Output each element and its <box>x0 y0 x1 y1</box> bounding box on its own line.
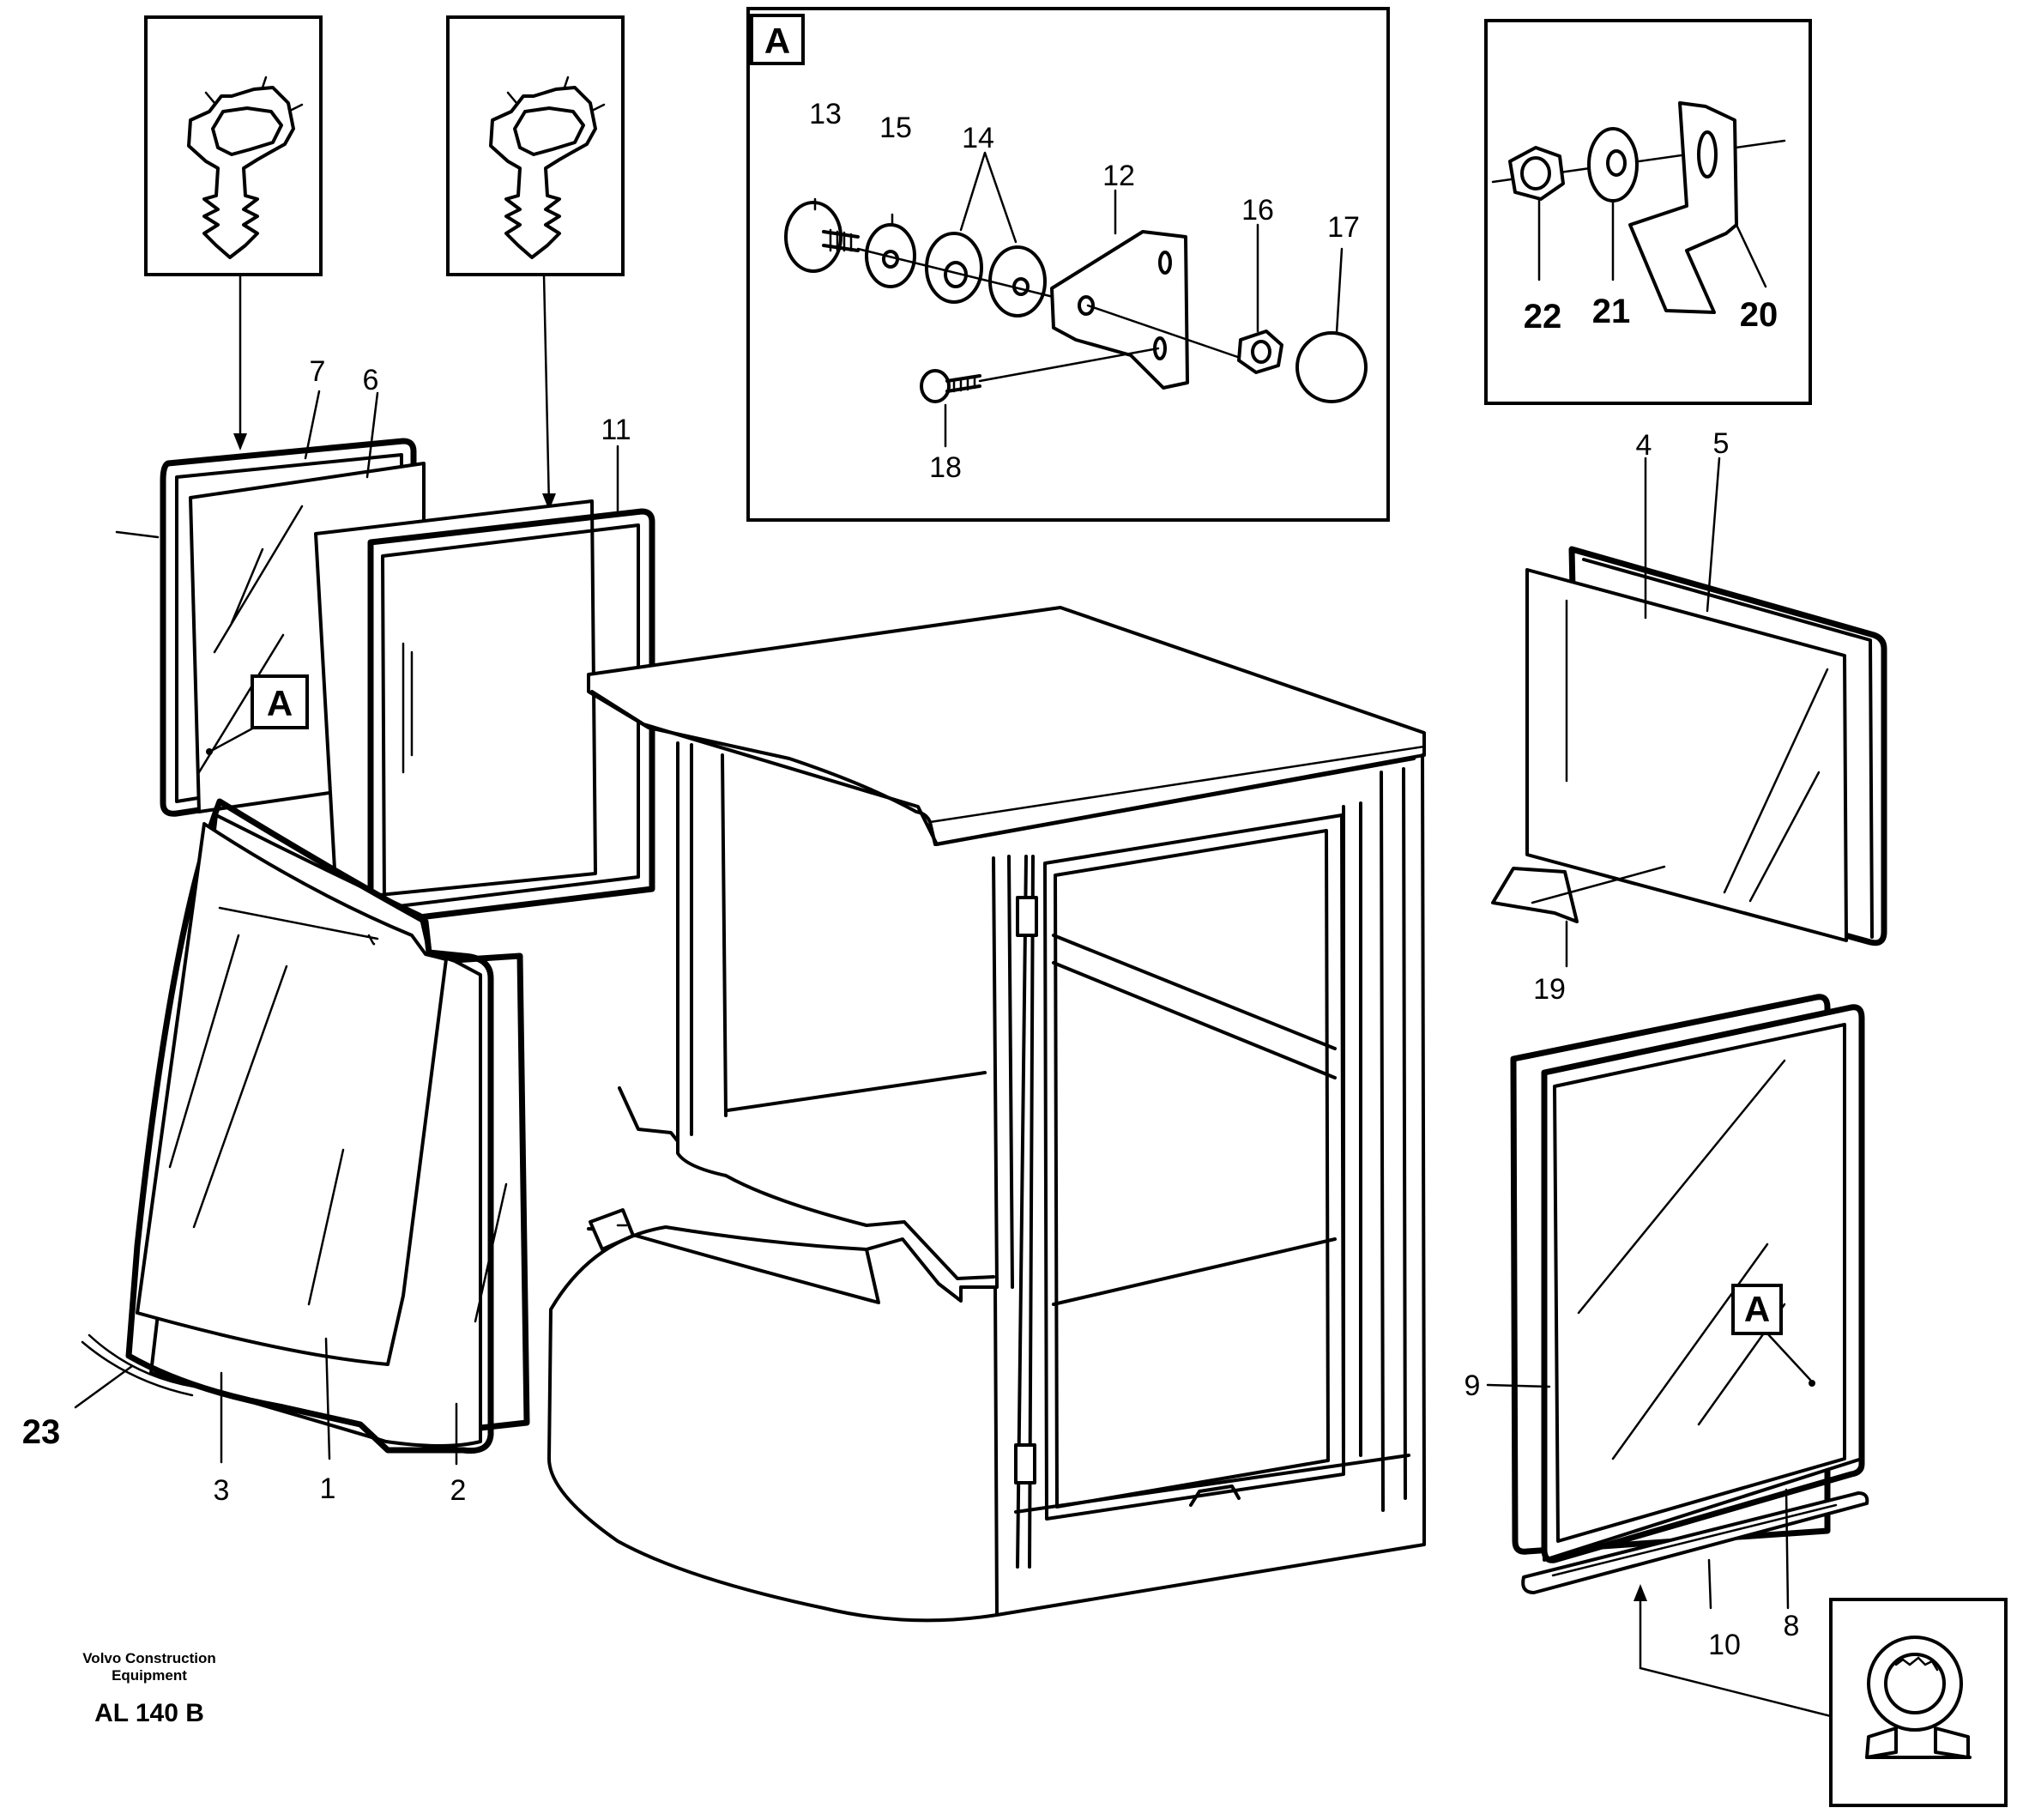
callout-21: 21 <box>1592 293 1631 330</box>
drawing-code: AL 140 B <box>94 1699 204 1727</box>
inset-arrowhead-middle <box>542 493 556 511</box>
front-windscreen <box>125 798 530 1454</box>
cap-17 <box>1295 331 1368 403</box>
middle-window <box>314 499 655 925</box>
inset-arrowhead-bottom <box>1634 1584 1647 1601</box>
detail-a-ref-left-box <box>251 674 309 729</box>
inset-arrowhead-left <box>233 433 247 450</box>
callout-8: 8 <box>1784 1610 1800 1642</box>
cab-base <box>547 1225 999 1623</box>
callout-3: 3 <box>214 1474 230 1507</box>
callout-16: 16 <box>1241 194 1274 227</box>
callout-18: 18 <box>929 451 962 484</box>
detail-a-tag: A <box>764 21 790 61</box>
callout-5: 5 <box>1713 427 1730 460</box>
detail-a-ref-left: A <box>267 683 293 723</box>
callout-22: 22 <box>1524 298 1562 336</box>
inset-arrow-middle <box>542 273 551 508</box>
callout-20: 20 <box>1740 296 1778 334</box>
callout-9: 9 <box>1464 1370 1481 1402</box>
cab-body <box>547 606 1426 1623</box>
callout-2: 2 <box>450 1474 467 1507</box>
callout-13: 13 <box>809 98 842 130</box>
callout-6: 6 <box>363 364 379 396</box>
callout-17: 17 <box>1327 211 1360 244</box>
screw-head <box>784 201 842 273</box>
callout-7: 7 <box>310 355 326 388</box>
callout-4: 4 <box>1636 429 1652 462</box>
seal-23 <box>81 1333 196 1397</box>
brand-line-1: Volvo Construction <box>82 1650 216 1666</box>
callout-12: 12 <box>1102 160 1135 192</box>
seal-profile-inset-bottom-right <box>1829 1598 2008 1807</box>
callout-14: 14 <box>962 122 994 154</box>
brand-line-2: Equipment <box>112 1667 187 1684</box>
right-rear-window <box>1491 546 1887 968</box>
cab-roof <box>587 606 1426 846</box>
callout-23: 23 <box>22 1413 61 1451</box>
screw-18 <box>920 369 951 403</box>
clip-19 <box>1491 867 1579 923</box>
hinge-bracket-box: 22 21 20 <box>1484 19 1812 405</box>
callout-10: 10 <box>1708 1629 1741 1661</box>
seal-profile-inset-left <box>144 15 323 276</box>
seal-profile-inset-middle <box>446 15 625 276</box>
callout-11: 11 <box>601 414 631 446</box>
callout-15: 15 <box>879 112 912 144</box>
callout-1: 1 <box>320 1472 336 1505</box>
detail-a-ref-right: A <box>1744 1289 1770 1329</box>
right-door-window: A <box>1486 994 1869 1610</box>
callout-19: 19 <box>1533 973 1566 1006</box>
inset-arrow-bottom <box>1639 1594 1833 1718</box>
detail-a-box: A 13 15 14 12 16 17 18 <box>746 7 1390 522</box>
